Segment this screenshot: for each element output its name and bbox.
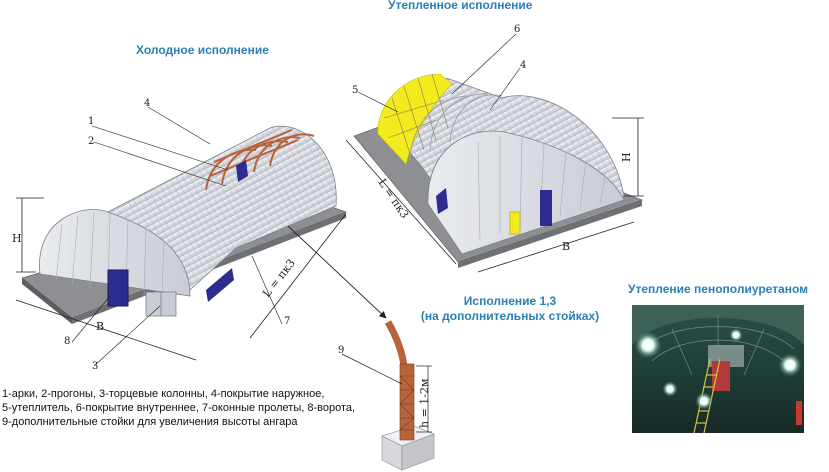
cold-window <box>206 268 234 302</box>
cold-arch-frame <box>205 129 315 191</box>
legend-line-3: 9-дополнительные стойки для увеличения в… <box>2 416 298 428</box>
column-dim-h: h = 1-2м <box>418 378 431 428</box>
warm-dim-h: H <box>620 152 633 162</box>
polyurethane-photo <box>632 305 804 433</box>
cold-callout-7: 7 <box>284 316 290 327</box>
cold-callout-3: 3 <box>92 361 98 372</box>
warm-inner-frame <box>409 93 503 161</box>
arrow-icon <box>287 225 387 319</box>
heading-cold: Холодное исполнение <box>136 43 269 57</box>
warm-front-wall <box>427 130 625 255</box>
cold-callout-4: 4 <box>144 98 150 109</box>
cold-hangar: H B L = пк3 1 2 3 4 7 8 <box>12 98 347 372</box>
warm-gate <box>540 190 552 226</box>
legend-line-2: 5-утеплитель, 6-покрытие внутреннее, 7-о… <box>2 402 356 414</box>
heading-variant: Исполнение 1,3 (на дополнительных стойка… <box>420 294 600 324</box>
warm-insulation-panel <box>509 211 521 235</box>
legend-line-1: 1-арки, 2-прогоны, 3-торцевые колонны, 4… <box>2 388 325 400</box>
column-arch <box>384 320 408 367</box>
cold-dim-l: L = пк3 <box>260 257 298 300</box>
heading-polyurethane: Утепление пенополиуретаном <box>628 282 809 296</box>
heading-warm: Утепленное исполнение <box>388 0 533 12</box>
heading-variant-line1: Исполнение 1,3 <box>463 294 557 308</box>
warm-callout-6: 6 <box>514 24 520 35</box>
cold-callout-2: 2 <box>88 136 94 147</box>
warm-callout-4: 4 <box>520 60 526 71</box>
cold-gate <box>107 269 129 307</box>
cold-callout-8: 8 <box>64 336 70 347</box>
legend: 1-арки, 2-прогоны, 3-торцевые колонны, 4… <box>2 387 392 429</box>
warm-hangar: H B L = пк3 5 6 4 <box>345 24 644 273</box>
column-callout-9: 9 <box>338 345 344 356</box>
warm-dim-b: B <box>562 240 570 253</box>
warm-callout-5: 5 <box>352 85 358 96</box>
cold-dim-h: H <box>12 232 22 245</box>
cold-front-wall <box>39 209 191 297</box>
column-detail: 9 h = 1-2м <box>338 320 435 471</box>
heading-variant-line2: (на дополнительных стойках) <box>420 309 600 323</box>
cold-dim-b: B <box>96 320 104 333</box>
cold-callout-1: 1 <box>88 116 94 127</box>
warm-insulation <box>377 73 453 165</box>
